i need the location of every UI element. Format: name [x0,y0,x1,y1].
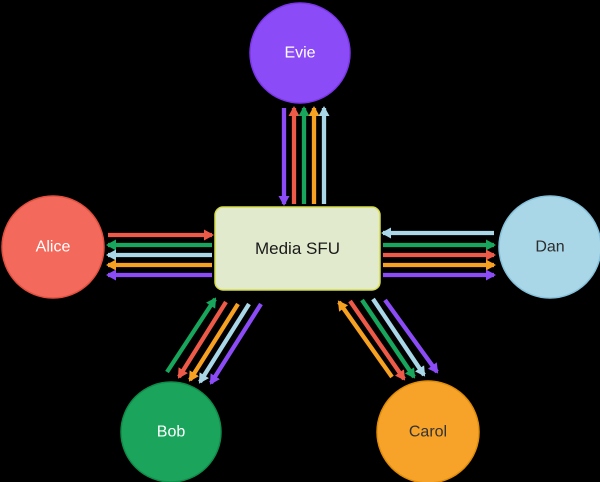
participant-node-evie [249,2,351,104]
participant-label-alice: Alice [36,239,71,256]
arrow-dan-stream-to-carol [371,297,426,377]
participant-label-carol: Carol [409,424,447,441]
participant-node-carol [376,380,480,482]
media-sfu-label: Media SFU [255,239,340,258]
participant-node-alice [1,195,105,299]
participant-node-bob [120,381,222,482]
arrow-alice-stream-to-bob [177,300,228,379]
arrow-bob-stream-to-hub [165,297,217,374]
participant-label-dan: Dan [535,239,564,256]
arrow-evie-stream-to-bob [209,302,263,385]
arrow-evie-stream-to-carol [383,298,439,374]
participant-label-bob: Bob [157,424,186,441]
arrow-alice-stream-to-carol [348,299,406,381]
media-sfu-node [214,206,381,291]
arrow-bob-stream-to-carol [360,298,416,379]
arrow-carol-stream-to-hub [337,300,394,379]
participant-label-evie: Evie [284,45,315,62]
participant-node-dan [498,195,600,299]
arrow-dan-stream-to-bob [198,302,251,384]
arrow-carol-stream-to-bob [188,302,240,382]
